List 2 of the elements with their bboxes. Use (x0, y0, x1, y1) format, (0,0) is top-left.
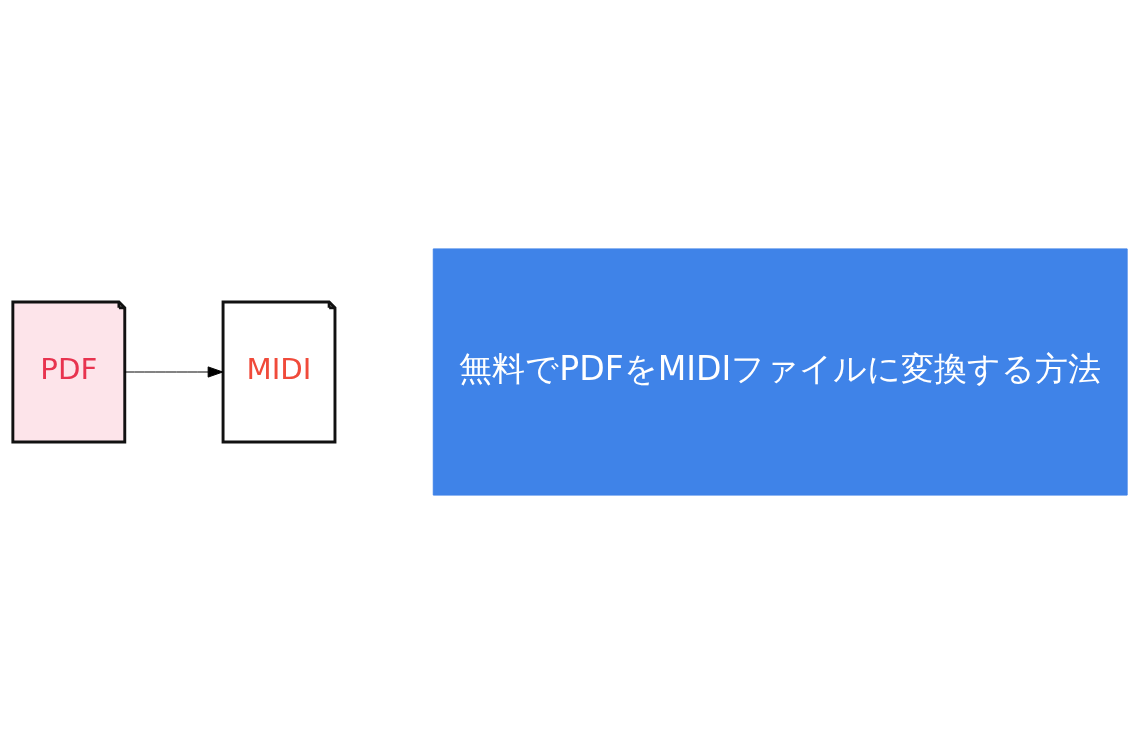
node-box: 無料でPDFをMIDIファイルに変換する方法 (432, 248, 1128, 496)
arrow (124, 366, 224, 378)
